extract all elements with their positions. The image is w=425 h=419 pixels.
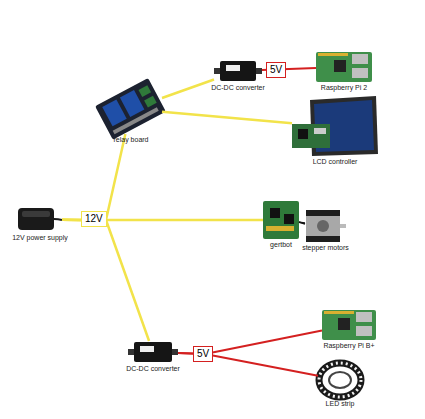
device-node: DC-DC converter (214, 60, 262, 82)
converter-drawing (214, 61, 262, 81)
device-caption: stepper motors (302, 244, 349, 252)
voltage-label: 5V (266, 62, 286, 78)
power-wire (299, 221, 305, 223)
raspberry-pi-drawing (316, 52, 372, 82)
power-wire (162, 80, 214, 98)
gertbot-drawing (263, 201, 299, 239)
device-caption: gertbot (270, 241, 292, 249)
converter-drawing (128, 342, 178, 362)
device-node: gertbot (263, 201, 299, 239)
device-node: stepper motors (305, 209, 346, 242)
device-node: Raspberry Pi 2 (316, 52, 372, 82)
device-caption: DC-DC converter (211, 84, 265, 92)
device-caption: LCD controller (313, 158, 358, 166)
device-node: relay board (100, 84, 162, 134)
voltage-label: 12V (81, 211, 107, 227)
device-node: DC-DC converter (128, 341, 178, 363)
relay-board-drawing (95, 78, 166, 140)
device-caption: Raspberry Pi B+ (323, 342, 374, 350)
power-supply-drawing (18, 208, 62, 230)
raspberry-pi-drawing (322, 310, 376, 340)
lcd-drawing (292, 96, 378, 156)
power-wire (162, 112, 292, 123)
device-node: Raspberry Pi B+ (322, 310, 376, 340)
device-caption: LED strip (326, 400, 355, 408)
voltage-label: 5V (193, 346, 213, 362)
device-node: LCD controller (292, 98, 378, 156)
power-wire (62, 220, 149, 341)
device-caption: 12V power supply (12, 234, 68, 242)
device-node: LED strip (318, 362, 362, 398)
device-node: 12V power supply (18, 207, 62, 232)
stepper-motor-drawing (306, 210, 346, 242)
led-strip-drawing (319, 363, 361, 397)
device-caption: relay board (113, 136, 148, 144)
power-wire (62, 134, 125, 220)
device-caption: DC-DC converter (126, 365, 180, 373)
device-caption: Raspberry Pi 2 (321, 84, 367, 92)
